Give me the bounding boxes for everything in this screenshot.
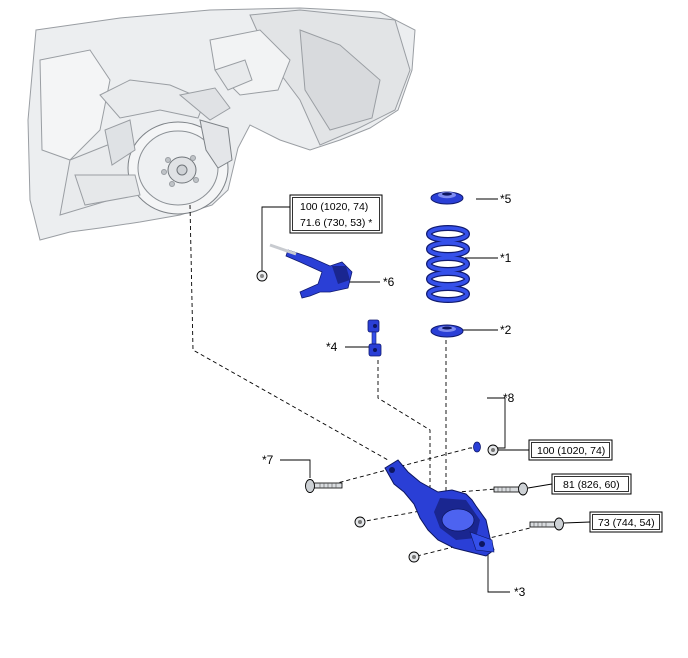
torque-stabilizer-line1: 100 (1020, 74)	[300, 201, 368, 213]
stabilizer-bar	[269, 243, 353, 299]
torque-bolt-front: 81 (826, 60)	[563, 479, 620, 491]
stabilizer-link	[367, 319, 382, 357]
callout-2: *2	[500, 323, 512, 337]
bolt-front	[493, 482, 528, 496]
torque-box-bolt-front: 81 (826, 60)	[551, 473, 632, 495]
bolt-7	[305, 479, 343, 493]
nut-lower-left	[408, 551, 420, 563]
callout-5: *5	[500, 192, 512, 206]
torque-nut-8: 100 (1020, 74)	[537, 445, 605, 457]
callout-1: *1	[500, 251, 512, 265]
lower-arm-nut-part	[473, 441, 481, 453]
torque-box-stabilizer: 100 (1020, 74) 71.6 (730, 53) *	[289, 194, 383, 234]
torque-box-nut-8: 100 (1020, 74)	[528, 439, 613, 461]
callout-6: *6	[383, 275, 395, 289]
callout-4: *4	[326, 340, 338, 354]
stabilizer-nut	[256, 270, 268, 282]
leader-lines	[261, 198, 510, 593]
bolt-rear	[529, 517, 564, 531]
torque-stabilizer-line2: 71.6 (730, 53) *	[300, 217, 372, 229]
torque-bolt-rear: 73 (744, 54)	[598, 517, 655, 529]
nut-upper-left	[354, 516, 366, 528]
torque-leaders	[498, 449, 591, 524]
vehicle-body-illustration	[27, 7, 416, 241]
callout-8: *8	[503, 391, 515, 405]
upper-spring-insulator	[430, 191, 464, 205]
nut-8	[487, 444, 499, 456]
callout-3: *3	[514, 585, 526, 599]
coil-spring	[426, 225, 470, 303]
lower-suspension-arm	[384, 459, 495, 557]
lower-spring-insulator	[430, 324, 464, 338]
callout-7: *7	[262, 453, 274, 467]
torque-box-bolt-rear: 73 (744, 54)	[589, 511, 663, 533]
